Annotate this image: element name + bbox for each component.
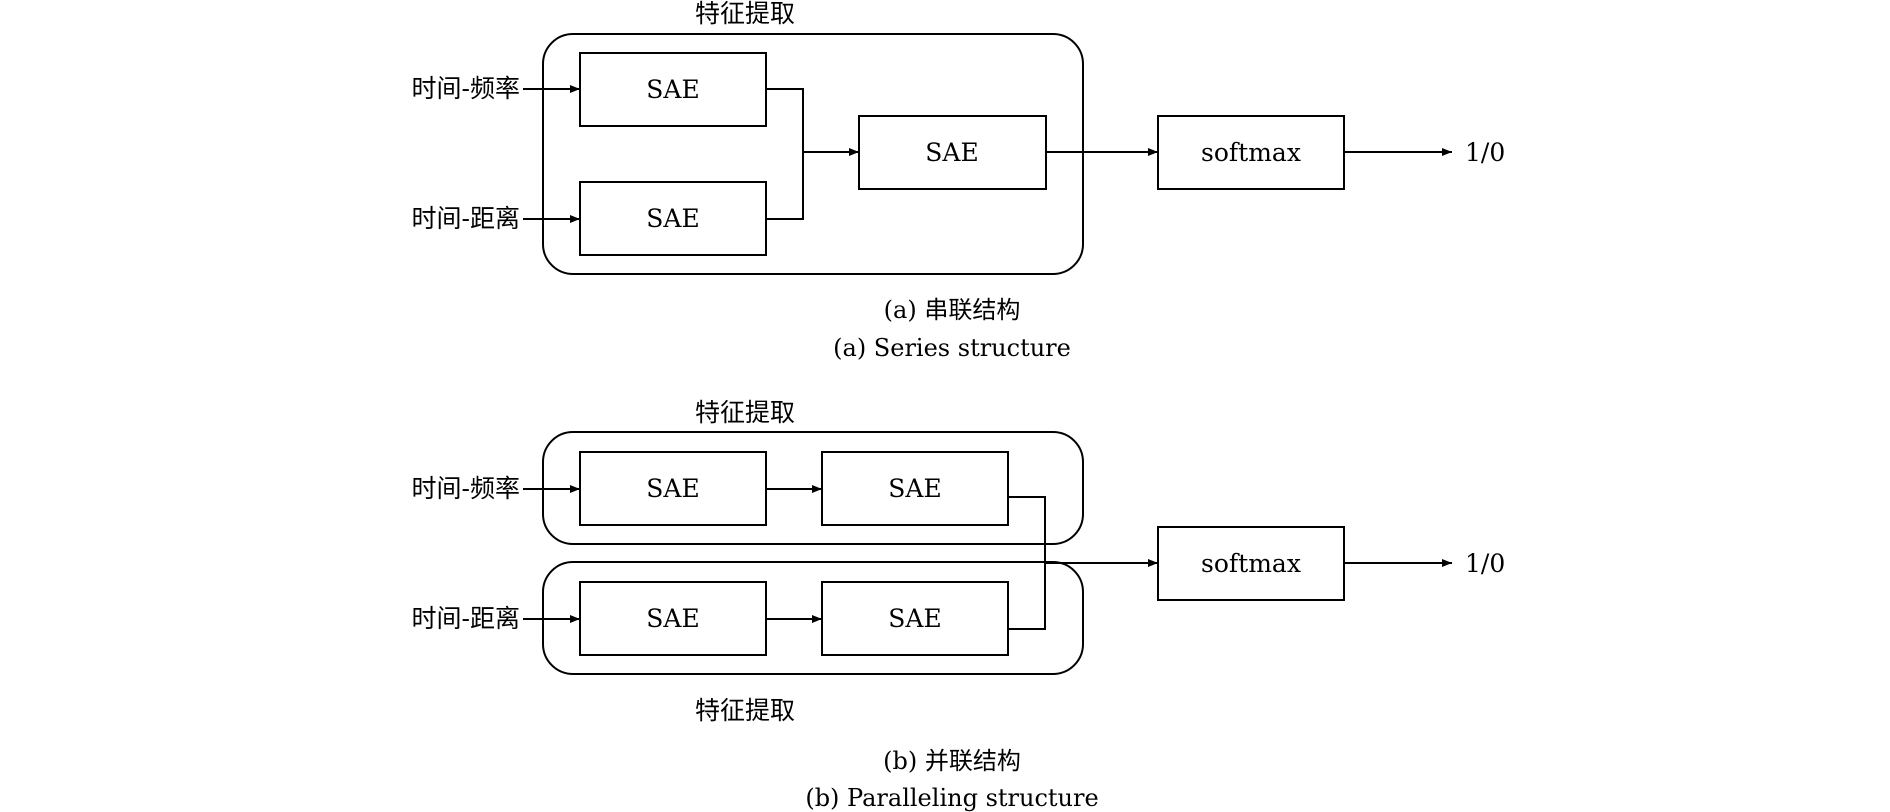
input-label-time-distance: 时间-距离 — [412, 204, 520, 233]
input-label-time-frequency: 时间-频率 — [412, 474, 520, 503]
feature-extraction-label: 特征提取 — [695, 0, 795, 28]
sae-label: SAE — [888, 604, 941, 633]
softmax-label: softmax — [1201, 138, 1301, 167]
sae-label: SAE — [888, 474, 941, 503]
feature-extraction-label: 特征提取 — [695, 696, 795, 725]
caption-en: (a) Series structure — [833, 334, 1071, 362]
feature-extraction-group — [542, 33, 1084, 275]
sae-label: SAE — [646, 75, 699, 104]
sae-box-time-frequency — [579, 52, 767, 127]
sae-label: SAE — [646, 604, 699, 633]
sae-label: SAE — [925, 138, 978, 167]
caption-cn: (b) 并联结构 — [883, 747, 1021, 775]
output-label: 1/0 — [1465, 138, 1505, 167]
caption-cn: (a) 串联结构 — [884, 296, 1021, 324]
sae-box-time-frequency-2 — [821, 451, 1009, 526]
caption-en: (b) Paralleling structure — [805, 784, 1098, 812]
series-diagram: 特征提取 SAE SAE SAE softmax 时间-频率 时间-距离 1/0… — [412, 0, 1506, 362]
sae-label: SAE — [646, 474, 699, 503]
sae-box-time-distance-2 — [821, 581, 1009, 656]
merge-connector — [766, 88, 804, 220]
sae-label: SAE — [646, 204, 699, 233]
sae-box-time-distance-1 — [579, 581, 767, 656]
input-label-time-distance: 时间-距离 — [412, 604, 520, 633]
softmax-label: softmax — [1201, 549, 1301, 578]
parallel-diagram: 特征提取 特征提取 SAE SAE SAE SAE softmax 时间-频率 … — [412, 398, 1506, 812]
sae-box-time-frequency-1 — [579, 451, 767, 526]
input-label-time-frequency: 时间-频率 — [412, 74, 520, 103]
feature-extraction-label: 特征提取 — [695, 398, 795, 427]
sae-box-time-distance — [579, 181, 767, 256]
output-label: 1/0 — [1465, 549, 1505, 578]
